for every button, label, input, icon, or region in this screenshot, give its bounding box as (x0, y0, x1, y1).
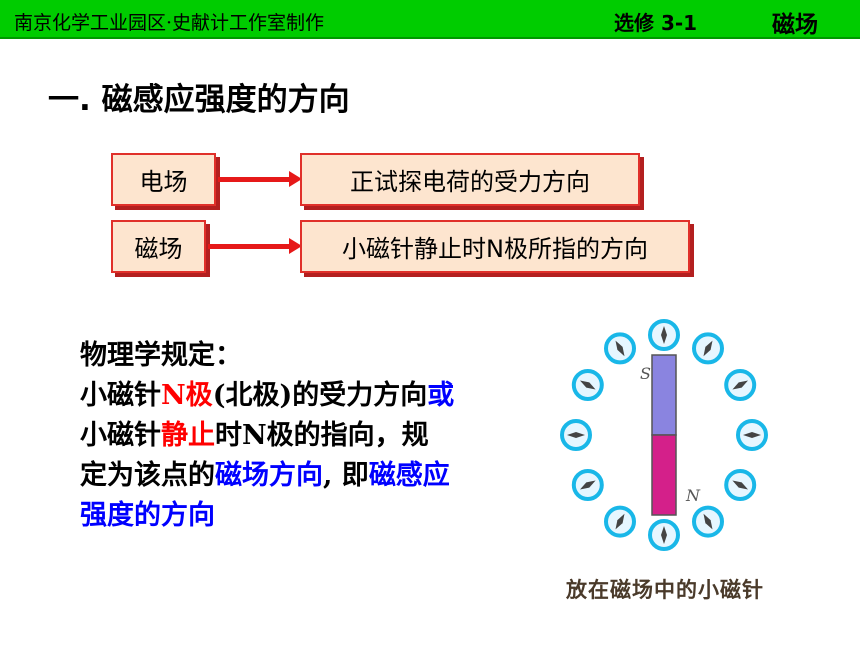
compass-icon (604, 505, 636, 538)
electric-direction-label: 正试探电荷的受力方向 (350, 168, 590, 196)
rule-line-2: 小磁针N极(北极)的受力方向或 (80, 380, 455, 411)
rule-heading: 物理学规定： (80, 340, 242, 371)
compass-icon (648, 319, 680, 351)
arrow-right-icon (218, 171, 302, 187)
south-pole-label: S (640, 364, 651, 383)
figure-caption: 放在磁场中的小磁针 (566, 577, 764, 602)
bar-magnet-compass-figure: S N (560, 319, 768, 551)
electric-field-box: 电场 (111, 153, 216, 206)
physics-rule: 物理学规定： 小磁针N极(北极)的受力方向或 小磁针静止时N极的指向，规 定为该… (80, 336, 550, 536)
compass-icon (560, 419, 592, 451)
rule-line-4: 定为该点的磁场方向, 即磁感应 (80, 460, 450, 491)
compass-icon (648, 519, 680, 551)
electric-direction-box: 正试探电荷的受力方向 (300, 153, 640, 206)
compass-icon (571, 469, 604, 501)
compass-icon (736, 419, 768, 451)
compass-icon (604, 332, 636, 365)
magnetic-direction-box: 小磁针静止时N极所指的方向 (300, 220, 690, 273)
magnetic-field-label: 磁场 (134, 235, 183, 263)
arrow-right-icon (208, 238, 302, 254)
magnetic-direction-label: 小磁针静止时N极所指的方向 (342, 235, 648, 263)
north-pole-label: N (685, 486, 701, 505)
compass-icon (692, 332, 724, 365)
rule-line-3: 小磁针静止时N极的指向，规 (80, 420, 429, 451)
header-topic: 磁场 (772, 12, 818, 38)
rule-line-5: 强度的方向 (80, 500, 215, 531)
compass-ring (560, 319, 768, 551)
compass-icon (571, 369, 604, 401)
header-bar: 南京化学工业园区·史献计工作室制作 选修 3-1 磁场 (0, 0, 860, 39)
page-title: 一. 磁感应强度的方向 (48, 82, 350, 118)
header-author: 南京化学工业园区·史献计工作室制作 (14, 12, 325, 34)
compass-icon (692, 505, 724, 538)
electric-field-label: 电场 (139, 168, 188, 196)
header-course: 选修 3-1 (614, 11, 698, 35)
magnetic-field-box: 磁场 (111, 220, 206, 273)
compass-icon (724, 369, 757, 401)
compass-icon (724, 469, 757, 501)
